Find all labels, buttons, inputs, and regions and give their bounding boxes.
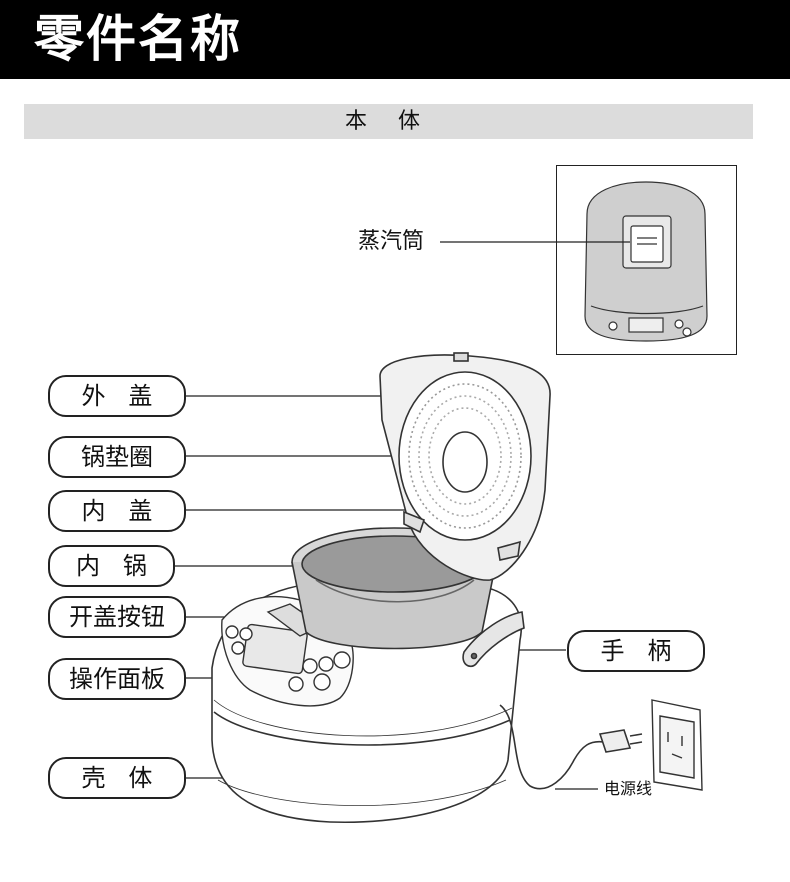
- handle: [462, 611, 525, 668]
- callout-lid-gasket: 锅垫圈: [48, 436, 186, 478]
- callout-handle: 手 柄: [567, 630, 705, 672]
- label-power-cord: 电源线: [604, 779, 653, 798]
- wall-outlet: [651, 699, 703, 791]
- inset-illustration: [584, 181, 708, 342]
- power-cord: [499, 704, 643, 790]
- callout-control-panel: 操作面板: [48, 658, 186, 700]
- callout-lid-release-button: 开盖按钮: [48, 596, 186, 638]
- section-label: 本 体: [345, 109, 432, 134]
- open-lid: [379, 352, 551, 581]
- section-bar: 本 体: [24, 104, 753, 139]
- inset-top-view: [556, 165, 737, 355]
- page-title: 零件名称: [34, 10, 242, 68]
- callout-inner-pot: 内 锅: [48, 545, 175, 587]
- callout-body-shell: 壳 体: [48, 757, 186, 799]
- callout-inner-lid: 内 盖: [48, 490, 186, 532]
- label-steam-vent: 蒸汽筒: [358, 229, 425, 254]
- callout-outer-lid: 外 盖: [48, 375, 186, 417]
- header-bar: 零件名称: [0, 0, 790, 79]
